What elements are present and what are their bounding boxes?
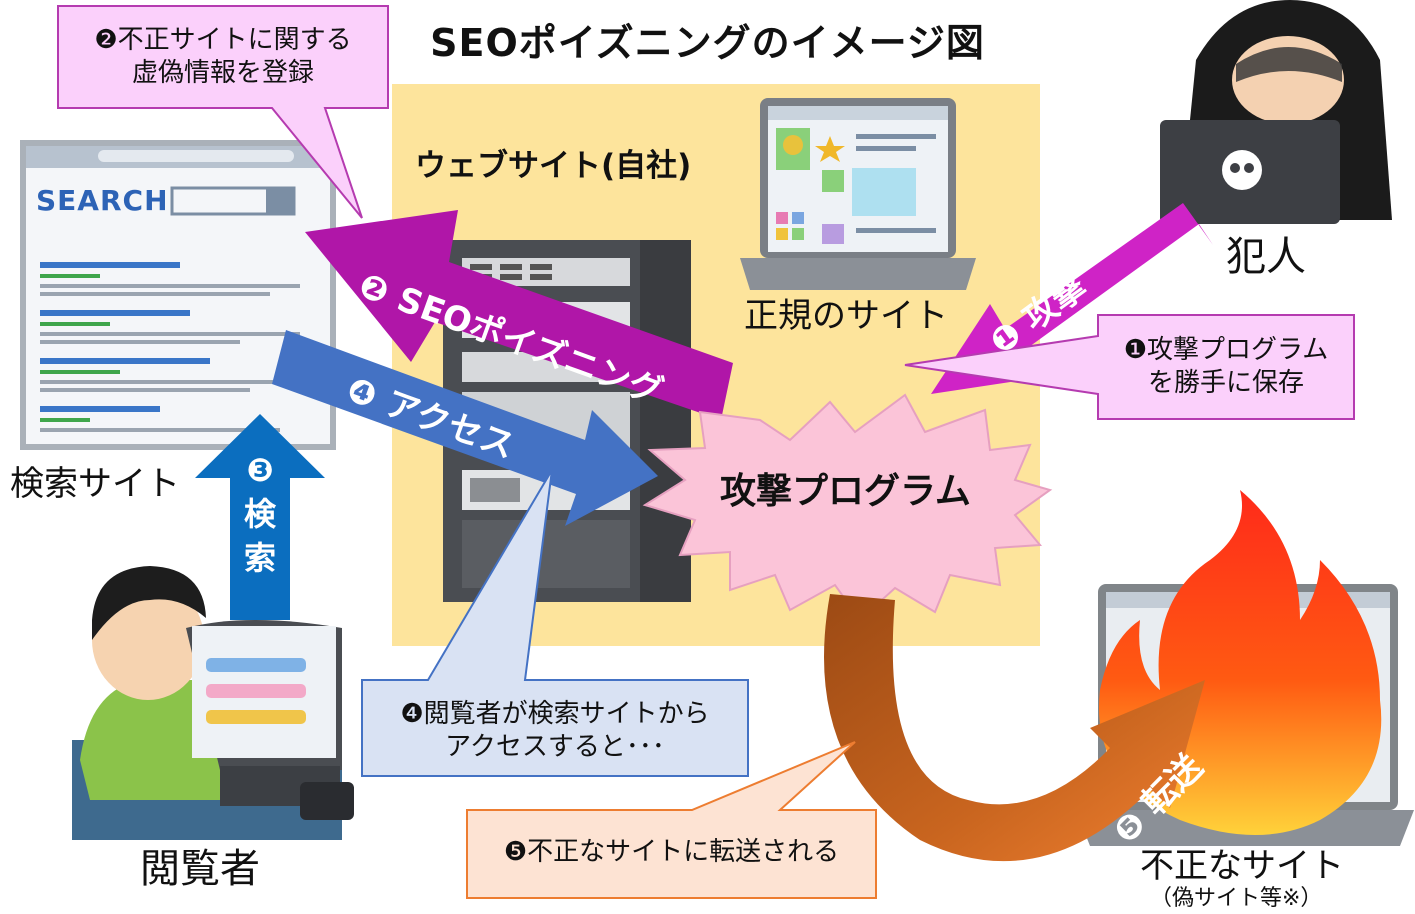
transfer-arrow [824,594,1205,862]
search-arrow-char-1: 検 [243,495,276,533]
callout-viewer-access: ❹閲覧者が検索サイトから アクセスすると･･･ [362,698,748,764]
callout-register-false-info-shape [57,5,389,219]
seo-poisoning-arrow [305,210,733,420]
callout-save-program-line1: ❶攻撃プログラム [1123,335,1329,365]
criminal-label: 犯人 [1226,234,1306,280]
callout-register-false-info-line2: 虚偽情報を登録 [131,58,314,88]
search-arrow [195,414,325,620]
callout-save-program: ❶攻撃プログラム を勝手に保存 [1098,334,1354,400]
callout-viewer-access-line1: ❹閲覧者が検索サイトから [400,699,710,729]
attack-arrow [931,203,1213,394]
legit-site-label: 正規のサイト [744,296,948,336]
callout-transfer-shape [466,741,877,899]
criminal-icon [1160,0,1392,224]
legit-site-laptop-icon [740,98,976,290]
access-arrow [272,330,658,526]
callout-register-false-info-line1: ❷不正サイトに関する [94,25,352,55]
page-title: SEOポイズニングのイメージ図 [430,21,985,65]
attack-program-burst [642,393,1053,622]
attack-program-label: 攻撃プログラム [720,471,971,512]
callout-transfer-line1: ❺不正なサイトに転送される [503,837,840,867]
search-logo: SEARCH [36,184,169,217]
search-arrow-label: ❸ 検 索 [238,448,282,580]
viewer-person-icon [72,566,354,840]
company-website-label: ウェブサイト(自社) [415,148,692,184]
search-arrow-char-2: 索 [243,539,276,577]
fraud-site-label: 不正なサイト [1140,846,1344,886]
viewer-label: 閲覧者 [140,846,260,892]
callout-register-false-info: ❷不正サイトに関する 虚偽情報を登録 [58,24,388,90]
callout-save-program-shape [904,314,1355,420]
search-arrow-number: ❸ [246,451,274,489]
callout-viewer-access-line2: アクセスすると･･･ [445,732,665,762]
search-site-browser-icon [20,140,336,450]
callout-transfer: ❺不正なサイトに転送される [467,836,876,869]
callout-viewer-access-shape [361,469,749,777]
callout-save-program-line2: を勝手に保存 [1147,368,1304,398]
search-site-label: 検索サイト [10,464,180,504]
fraud-site-note: （偽サイト等※） [1150,886,1323,911]
